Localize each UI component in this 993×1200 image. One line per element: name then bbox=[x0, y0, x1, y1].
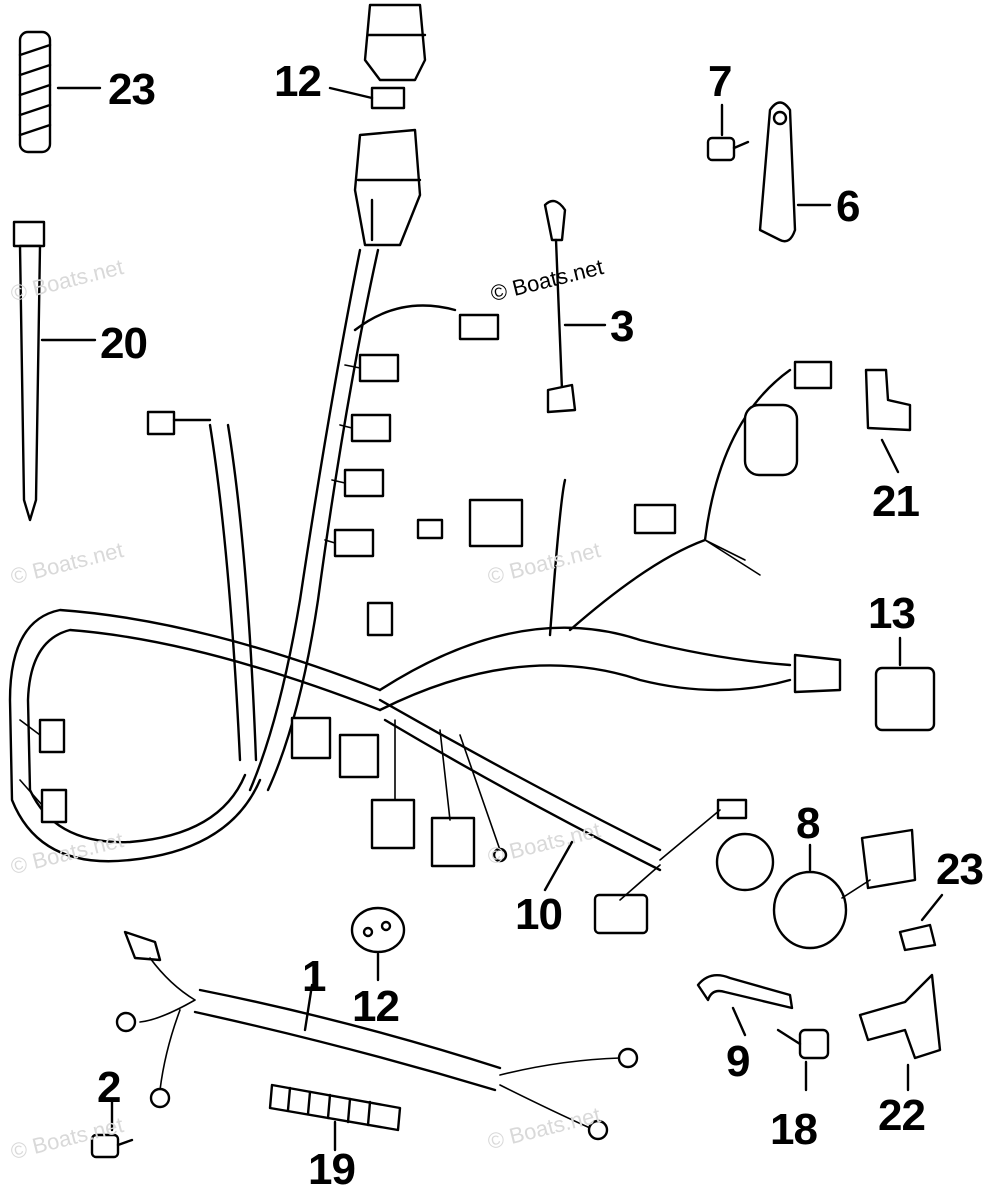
callout-22: 22 bbox=[878, 1091, 926, 1140]
callout-18: 20 bbox=[100, 319, 148, 368]
part-11-relay bbox=[328, 3, 427, 247]
callout-23: 23 bbox=[936, 845, 984, 894]
callout-17: 18 bbox=[770, 1105, 818, 1154]
part-9-bracket bbox=[696, 974, 794, 1037]
part-3-lead bbox=[543, 199, 607, 414]
callout-1: 1 bbox=[302, 952, 327, 1001]
part-21-clip bbox=[864, 368, 912, 474]
callout-9: 9 bbox=[726, 1037, 751, 1086]
callout-2: 2 bbox=[97, 1063, 122, 1112]
part-18-cable-tie bbox=[12, 220, 97, 522]
callout-20: 23 bbox=[108, 65, 156, 114]
part-17-bolt bbox=[776, 1028, 830, 1092]
callout-21: 21 bbox=[872, 477, 920, 526]
callout-6: 6 bbox=[836, 182, 861, 231]
part-23-small-clip bbox=[898, 893, 944, 952]
callout-19: 19 bbox=[308, 1145, 356, 1194]
part-19-spiral-sleeve bbox=[268, 1083, 402, 1152]
part-10-main-harness bbox=[8, 248, 842, 935]
callout-13: 13 bbox=[868, 589, 916, 638]
callout-7: 7 bbox=[708, 57, 733, 106]
callout-10: 10 bbox=[515, 890, 563, 939]
part-13-cap bbox=[874, 636, 936, 732]
part-2-bolt bbox=[90, 1098, 134, 1159]
callout-8: 8 bbox=[796, 799, 821, 848]
part-1-cable bbox=[115, 930, 639, 1141]
part-7-bolt bbox=[706, 103, 750, 162]
part-6-ground-strap bbox=[758, 101, 832, 243]
callout-11: 12 bbox=[274, 57, 322, 106]
part-8-grommet bbox=[772, 828, 917, 950]
callout-12: 12 bbox=[352, 982, 400, 1031]
part-22-bracket bbox=[858, 973, 942, 1092]
callout-3: 3 bbox=[610, 302, 635, 351]
part-12-grommet bbox=[350, 906, 406, 982]
part-20-spiral-sleeve bbox=[18, 30, 102, 154]
